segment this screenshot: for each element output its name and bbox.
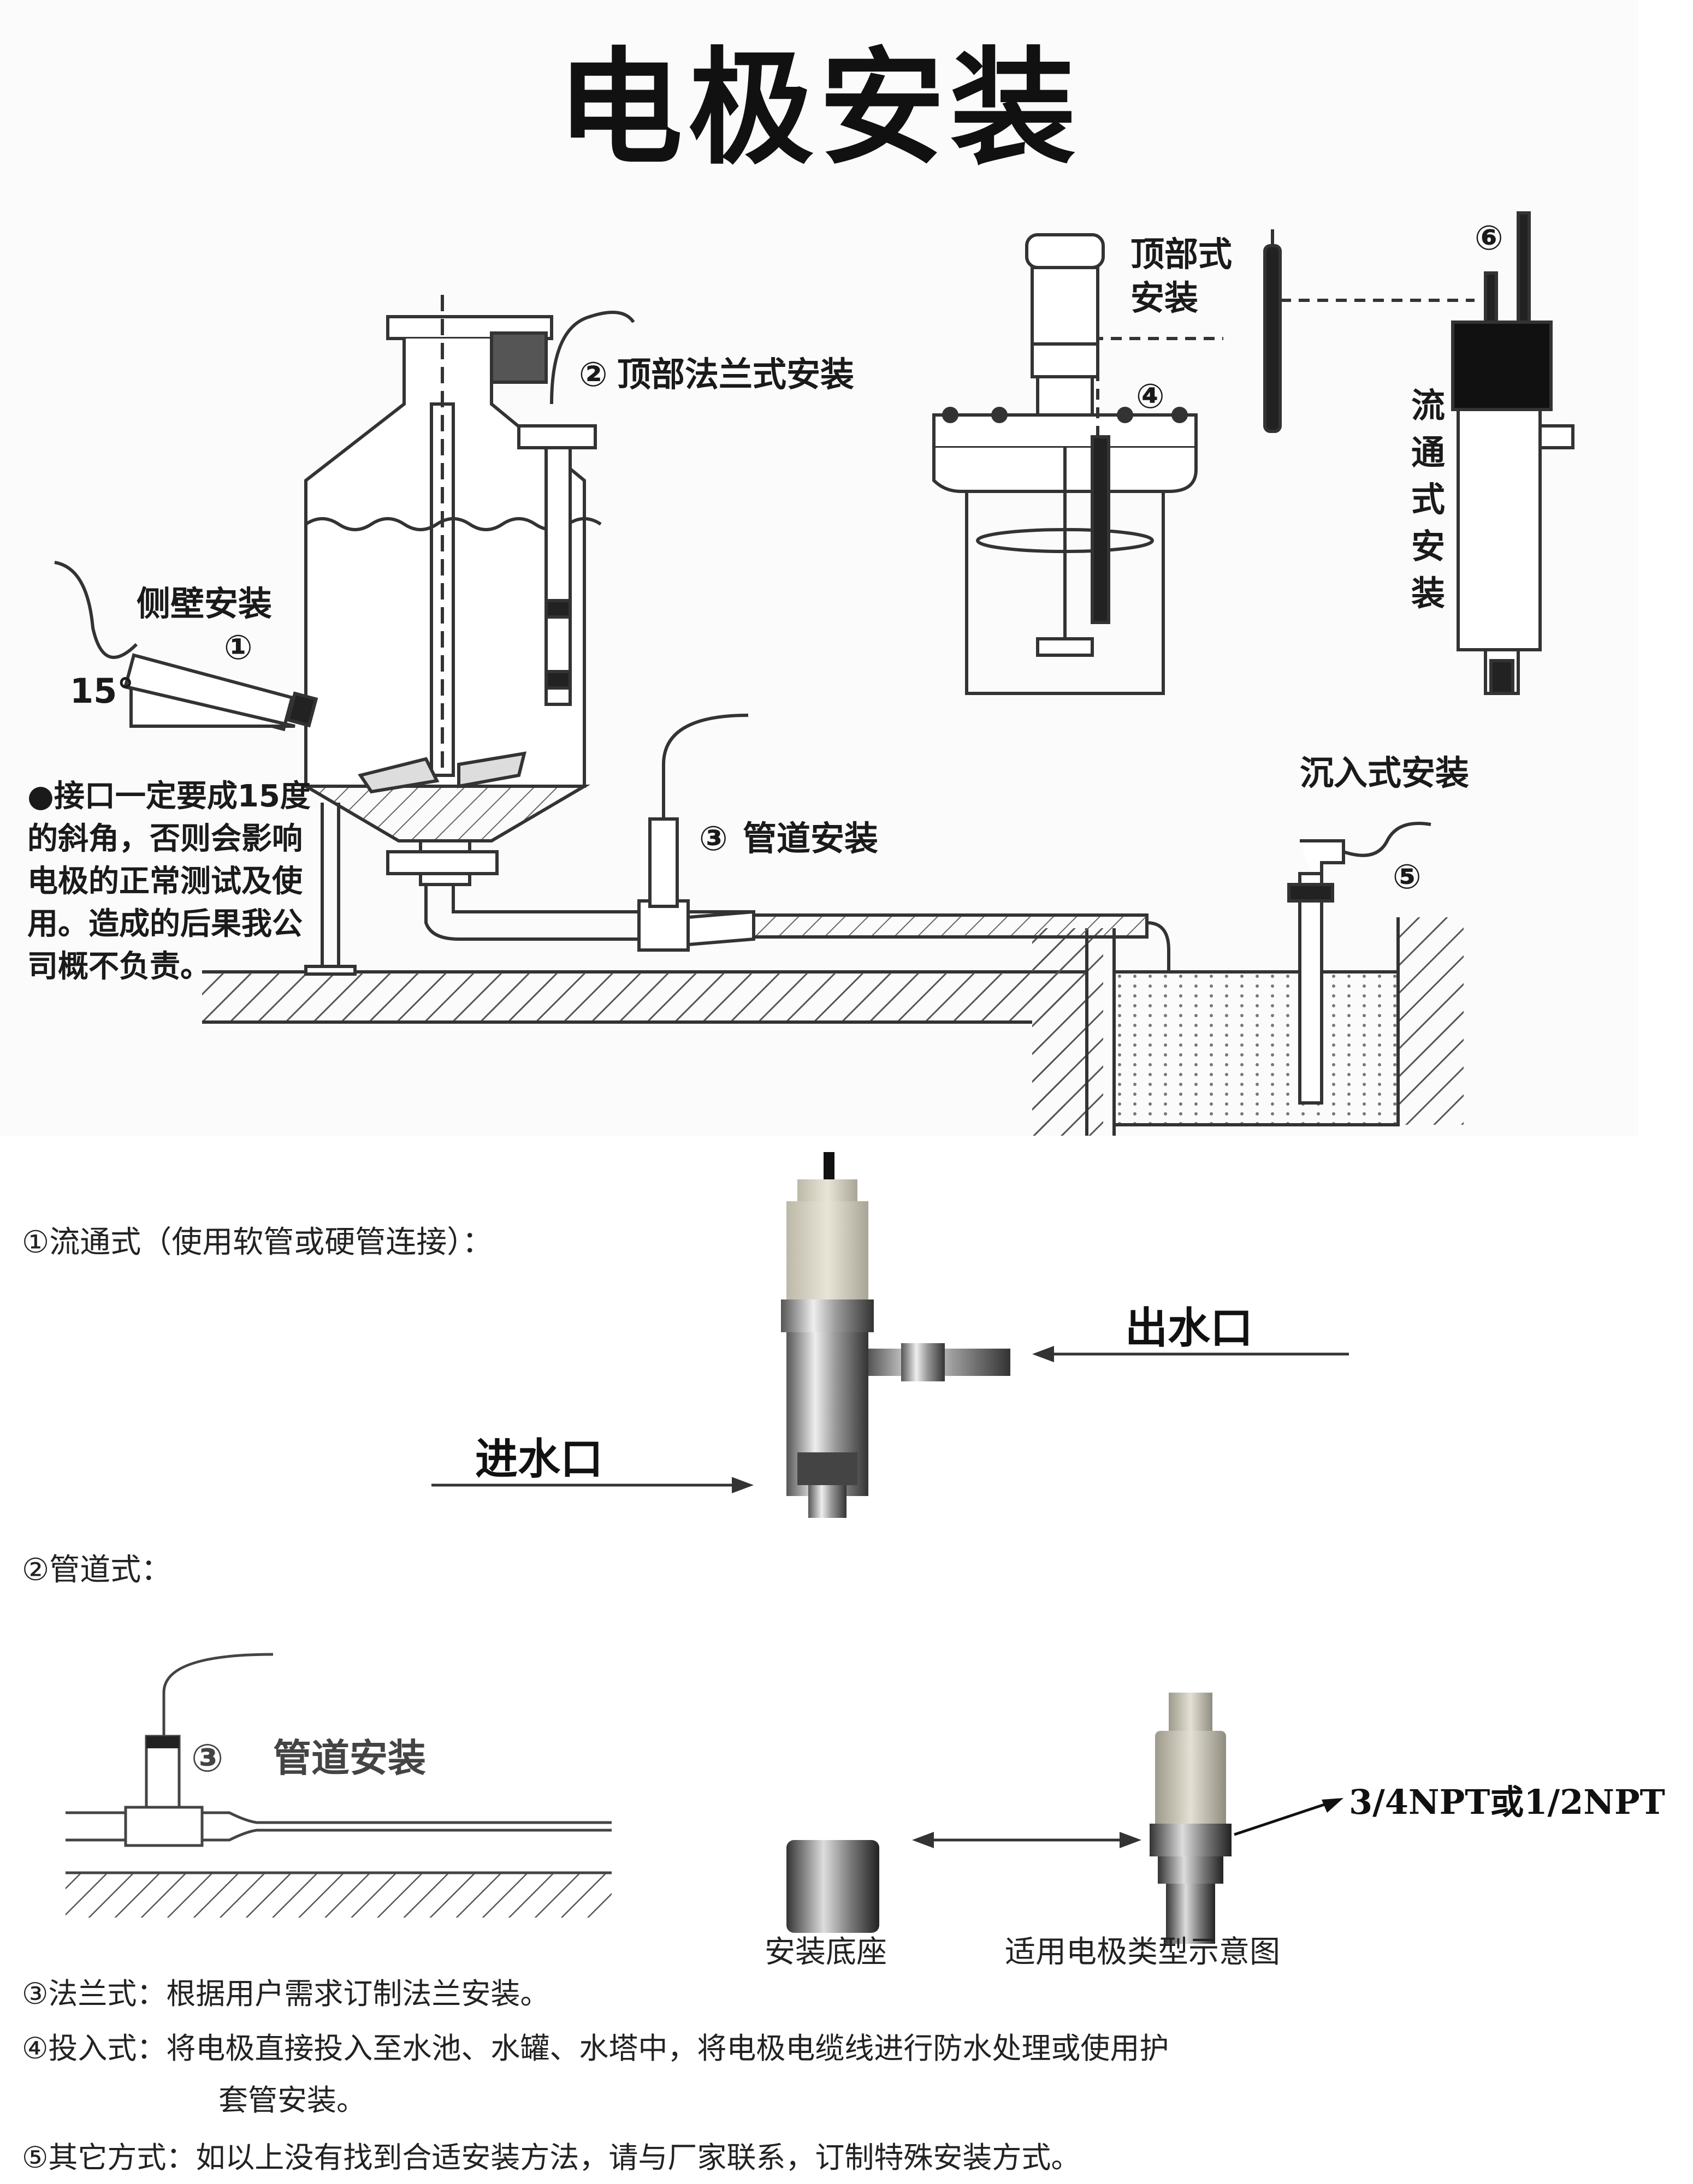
outlet-label: 出水口 [1125,1304,1253,1353]
immersion-number: ⑤ [1393,857,1422,897]
diagram-background [0,0,1638,1136]
top-label-line2: 安装 [1130,278,1199,318]
side-wall-number: ① [224,627,253,667]
page-title: 电极安装 [557,36,1081,182]
top-mount-vessel [932,233,1223,695]
pipeline-number: ③ [699,818,728,858]
pipe-electrode-photo [786,1693,1343,1944]
base-caption: 安装底座 [765,1934,887,1970]
flow-through-cell [1451,211,1574,695]
immersion-label: 沉入式安装 [1300,753,1470,793]
note-other: ⑤其它方式：如以上没有找到合适安装方法，请与厂家联系，订制特殊安装方式。 [22,2140,1081,2175]
pipe-inset-diagram [66,1653,612,1918]
immersion-tank [1112,822,1464,1126]
pipe-inset-label: 管道安装 [273,1736,426,1781]
top-flange-label: 顶部法兰式安装 [617,354,855,394]
flow-section-heading: ①流通式（使用软管或硬管连接）： [22,1225,493,1260]
flow-number: ⑥ [1475,218,1503,258]
flow-label: 流通式安装 [1411,385,1445,613]
top-number: ④ [1136,376,1165,416]
warning-note: ●接口一定要成15度的斜角，否则会影响电极的正常测试及使用。造成的后果我公司概不… [27,779,311,984]
side-wall-label: 侧壁安装 [137,584,273,624]
top-label-line1: 顶部式 [1130,234,1233,274]
note-insert-line2: 套管安装。 [218,2083,366,2117]
pipe-section-heading: ②管道式： [22,1552,172,1588]
inlet-label: 进水口 [475,1435,603,1484]
reactor-tank [299,295,602,976]
pipeline [424,714,1170,972]
angle-label: 15° [70,671,134,711]
note-insert-line1: ④投入式：将电极直接投入至水池、水罐、水塔中，将电极电缆线进行防水处理或使用护 [22,2031,1169,2066]
side-wall-probe [54,561,318,732]
thread-label: 3/4NPT或1/2NPT [1349,1782,1665,1822]
ground-slab [202,928,1116,1136]
top-flange-probe [517,311,635,706]
note-flange: ③法兰式：根据用户需求订制法兰安装。 [22,1977,550,2011]
loose-probe [1263,229,1475,433]
installation-diagram [54,211,1574,1136]
pipeline-label: 管道安装 [743,818,879,858]
electrode-caption: 适用电极类型示意图 [1005,1934,1280,1970]
top-flange-number: ② [579,354,608,394]
pipe-inset-number: ③ [191,1736,224,1781]
flow-electrode-photo [431,1152,1349,1518]
